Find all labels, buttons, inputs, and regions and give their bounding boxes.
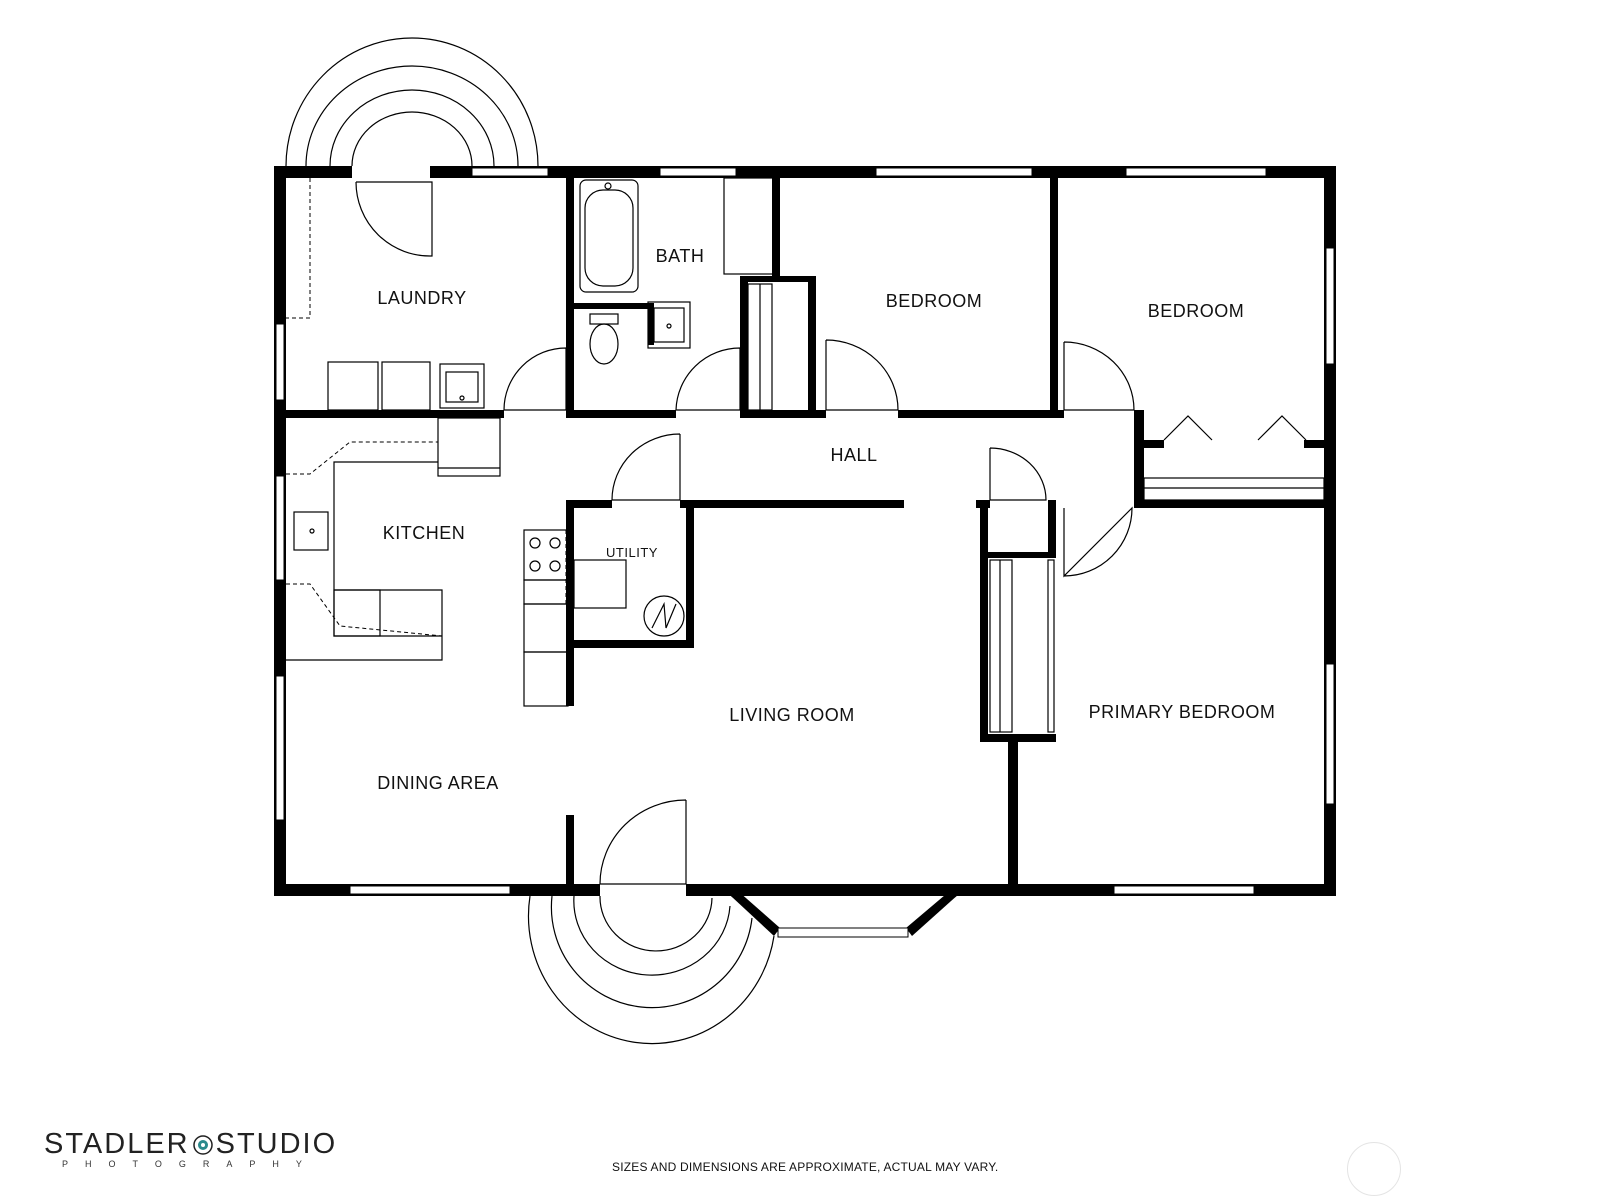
room-label-dining-area: DINING AREA xyxy=(377,773,499,793)
room-label-hall: HALL xyxy=(830,445,877,465)
room-label-laundry: LAUNDRY xyxy=(377,288,466,308)
windows xyxy=(275,167,1335,895)
brand-logo: STADLER STUDIO PHOTOGRAPHY xyxy=(44,1128,337,1169)
room-label-bath: BATH xyxy=(656,246,705,266)
interior-walls xyxy=(274,166,1336,896)
room-label-bedroom-2: BEDROOM xyxy=(1148,301,1245,321)
brand-name-left: STADLER xyxy=(44,1128,190,1160)
disclaimer-text: SIZES AND DIMENSIONS ARE APPROXIMATE, AC… xyxy=(612,1160,999,1174)
room-labels: LAUNDRY BATH BEDROOM BEDROOM HALL KITCHE… xyxy=(377,246,1275,793)
room-label-utility: UTILITY xyxy=(606,545,658,560)
room-label-primary-bedroom: PRIMARY BEDROOM xyxy=(1089,702,1276,722)
laundry-fixtures xyxy=(286,178,485,411)
bay-window xyxy=(718,884,970,938)
kitchen-fixtures xyxy=(286,417,685,707)
brand-subtitle: PHOTOGRAPHY xyxy=(62,1159,319,1169)
camera-eye-icon xyxy=(192,1134,213,1155)
door-openings xyxy=(352,166,1134,897)
room-label-bedroom-1: BEDROOM xyxy=(886,291,983,311)
closets xyxy=(747,283,1325,733)
room-label-living-room: LIVING ROOM xyxy=(729,705,855,725)
bath-fixtures xyxy=(579,177,775,365)
brand-name-right: STUDIO xyxy=(215,1128,338,1160)
watermark-badge xyxy=(1347,1142,1401,1196)
room-label-kitchen: KITCHEN xyxy=(383,523,466,543)
door-swings xyxy=(355,181,1307,885)
exterior-steps xyxy=(285,37,775,1045)
